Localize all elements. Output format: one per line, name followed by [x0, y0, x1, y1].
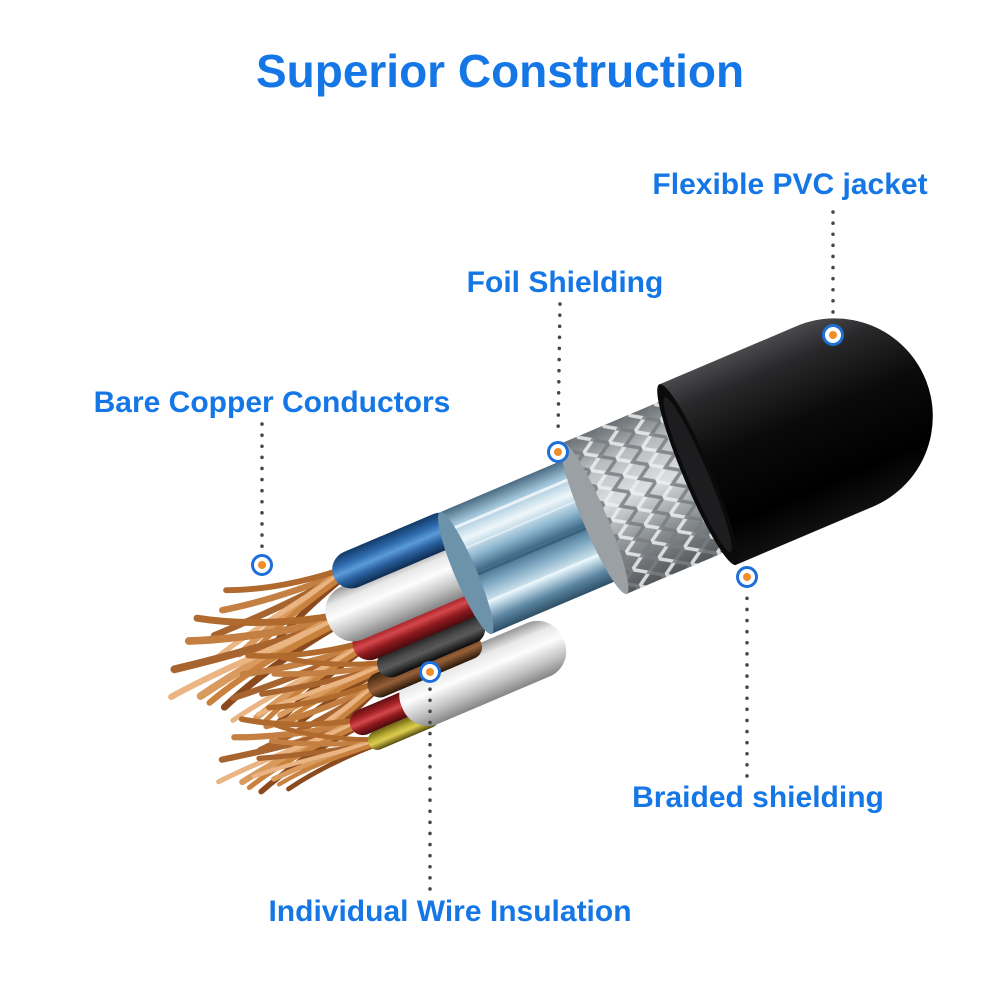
wire-blue — [332, 512, 460, 589]
marker-dot — [554, 448, 562, 456]
label-individual-wire-insulation: Individual Wire Insulation — [268, 895, 632, 928]
wire-black — [377, 615, 486, 678]
wire-white-lower — [399, 620, 567, 726]
marker-dot — [426, 668, 434, 676]
leader-foil — [556, 302, 562, 439]
label-pvc-jacket: Flexible PVC jacket — [652, 168, 928, 201]
label-foil-shielding: Foil Shielding — [466, 266, 664, 299]
pvc-jacket-marker — [822, 324, 844, 346]
wire-red — [352, 586, 480, 661]
foil-shielding-marker — [547, 441, 569, 463]
braided-shielding-marker — [736, 566, 758, 588]
pvc-jacket-layer — [657, 318, 933, 566]
label-bare-copper-conductors: Bare Copper Conductors — [93, 386, 451, 419]
copper-conductors-marker — [251, 554, 273, 576]
marker-dot — [743, 573, 751, 581]
wire-insulation-marker — [419, 661, 441, 683]
marker-dot — [258, 561, 266, 569]
marker-dot — [829, 331, 837, 339]
wire-white-upper — [325, 538, 488, 642]
label-braided-shielding: Braided shielding — [632, 781, 884, 814]
page-title: Superior Construction — [255, 45, 745, 97]
